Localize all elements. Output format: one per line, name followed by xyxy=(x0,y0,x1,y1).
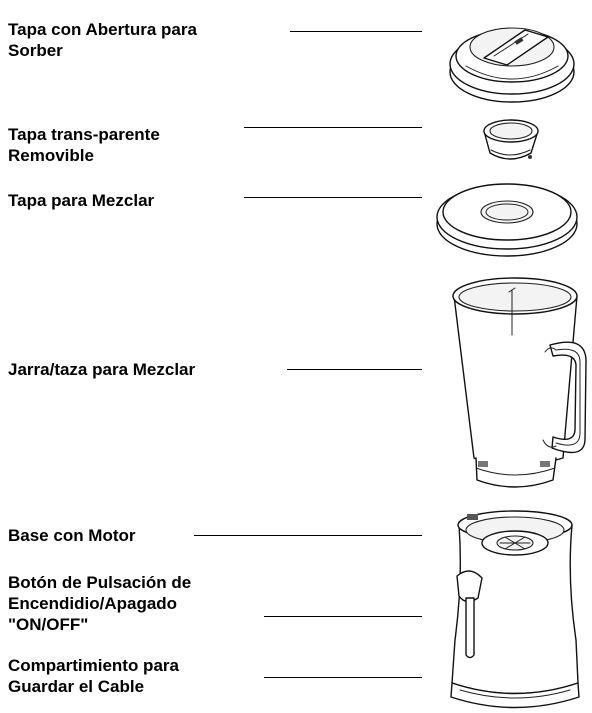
label-line: Jarra/taza para Mezclar xyxy=(8,360,196,379)
label-power-button: Botón de Pulsación de Encendidio/Apagado… xyxy=(8,572,191,635)
label-line: Guardar el Cable xyxy=(8,677,145,696)
sip-lid-drawing xyxy=(449,27,575,103)
mixing-lid-drawing xyxy=(436,183,578,257)
label-line: "ON/OFF" xyxy=(8,615,89,634)
label-sip-lid: Tapa con Abertura para Sorber xyxy=(8,19,197,61)
label-line: Sorber xyxy=(8,41,63,60)
pointer-line-removable-cap xyxy=(244,127,427,128)
pointer-line-motor-base xyxy=(194,535,459,536)
motor-base-drawing xyxy=(450,510,580,709)
label-line: Tapa trans-parente xyxy=(8,125,160,144)
label-line: Tapa con Abertura para xyxy=(8,20,197,39)
label-line: Botón de Pulsación de xyxy=(8,573,192,592)
label-motor-base: Base con Motor xyxy=(8,525,136,546)
pointer-line-mixing-lid xyxy=(244,197,433,198)
label-removable-cap: Tapa trans-parente Removible xyxy=(8,124,160,166)
label-line: Tapa para Mezclar xyxy=(8,191,155,210)
pointer-line-cord-storage xyxy=(264,677,434,678)
label-cord-storage: Compartimiento para Guardar el Cable xyxy=(8,655,179,697)
jar-drawing xyxy=(452,277,587,488)
label-line: Base con Motor xyxy=(8,526,136,545)
pointer-line-power-button xyxy=(264,616,434,617)
removable-cap-drawing xyxy=(483,119,539,160)
pointer-line-jar xyxy=(287,369,433,370)
label-jar: Jarra/taza para Mezclar xyxy=(8,359,195,380)
pointer-line-sip-lid xyxy=(290,31,432,32)
label-line: Encendidio/Apagado xyxy=(8,594,178,613)
label-line: Compartimiento para xyxy=(8,656,179,675)
label-line: Removible xyxy=(8,146,94,165)
label-mixing-lid: Tapa para Mezclar xyxy=(8,190,154,211)
